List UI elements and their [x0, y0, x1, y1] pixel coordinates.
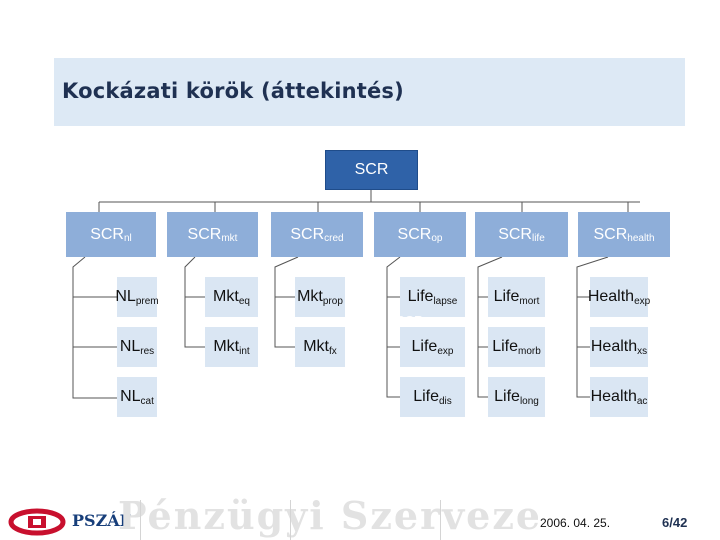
connector-op: [386, 256, 410, 398]
connector-health: [576, 256, 609, 398]
submodule-base: Health: [590, 338, 638, 355]
module-sub: health: [627, 233, 655, 244]
submodule-base: Life: [494, 388, 520, 405]
submodule-base: Life: [407, 288, 434, 305]
submodule-base: Mkt: [213, 288, 239, 305]
slide-title: Kockázati körök (áttekintés): [62, 79, 404, 103]
submodule-base: NL: [119, 338, 141, 355]
module-sub: life: [531, 233, 545, 244]
watermark-divider: [140, 500, 141, 540]
submodule-base: Health: [587, 288, 635, 305]
submodule-base: NL: [115, 288, 136, 305]
connector-mkt: [184, 256, 205, 348]
submodule-sub: prem: [135, 295, 159, 307]
submodule-sub: lapse: [433, 295, 458, 307]
submodule-base: Life: [492, 338, 518, 355]
title-band: Kockázati körök (áttekintés): [54, 58, 685, 126]
module-base: SCR: [498, 225, 532, 243]
ghost-label: SCR...: [396, 313, 435, 328]
watermark-divider: [290, 500, 291, 540]
footer-date: 2006. 04. 25.: [540, 516, 611, 530]
submodule-sub: cat: [140, 395, 154, 407]
module-base: SCR: [397, 225, 432, 243]
watermark-divider: [440, 500, 441, 540]
module-sub: mkt: [221, 233, 238, 244]
module-sub: cred: [324, 233, 344, 244]
scr-root-node: SCR: [325, 150, 418, 190]
module-sub: op: [431, 233, 443, 244]
submodule-sub: dis: [439, 395, 452, 407]
submodule-sub: mort: [519, 295, 540, 307]
submodule-sub: exp: [437, 345, 454, 357]
submodule-base: Health: [590, 388, 637, 405]
page-number: 6/42: [662, 515, 688, 530]
submodule-base: Life: [413, 388, 439, 405]
submodule-base: Mkt: [213, 338, 240, 355]
pszaf-logo-icon: [8, 508, 66, 536]
submodule-sub: exp: [634, 295, 651, 307]
submodule-base: Life: [493, 288, 520, 305]
submodule-sub: morb: [518, 345, 541, 357]
module-base: SCR: [593, 225, 628, 243]
submodule-sub: int: [239, 345, 250, 357]
connector-nl: [72, 256, 117, 399]
submodule-sub: prop: [322, 295, 343, 307]
module-sub: nl: [123, 233, 132, 244]
submodule-sub: ac: [636, 395, 648, 407]
connector-cred: [274, 256, 299, 348]
footer-watermark: Pénzügyi Szervezetek: [118, 493, 538, 538]
submodule-base: Mkt: [297, 288, 323, 305]
submodule-sub: res: [140, 345, 155, 357]
submodule-base: NL: [120, 388, 141, 405]
module-base: SCR: [90, 225, 124, 243]
module-base: SCR: [187, 225, 222, 243]
submodule-sub: xs: [637, 345, 648, 357]
submodule-sub: fx: [329, 345, 337, 357]
pszaf-logo-text: PSZÁF: [72, 511, 132, 530]
submodule-base: Mkt: [303, 338, 329, 355]
submodule-base: Life: [411, 338, 438, 355]
module-base: SCR: [290, 225, 325, 243]
submodule-sub: long: [519, 395, 539, 407]
submodule-sub: eq: [238, 295, 250, 307]
